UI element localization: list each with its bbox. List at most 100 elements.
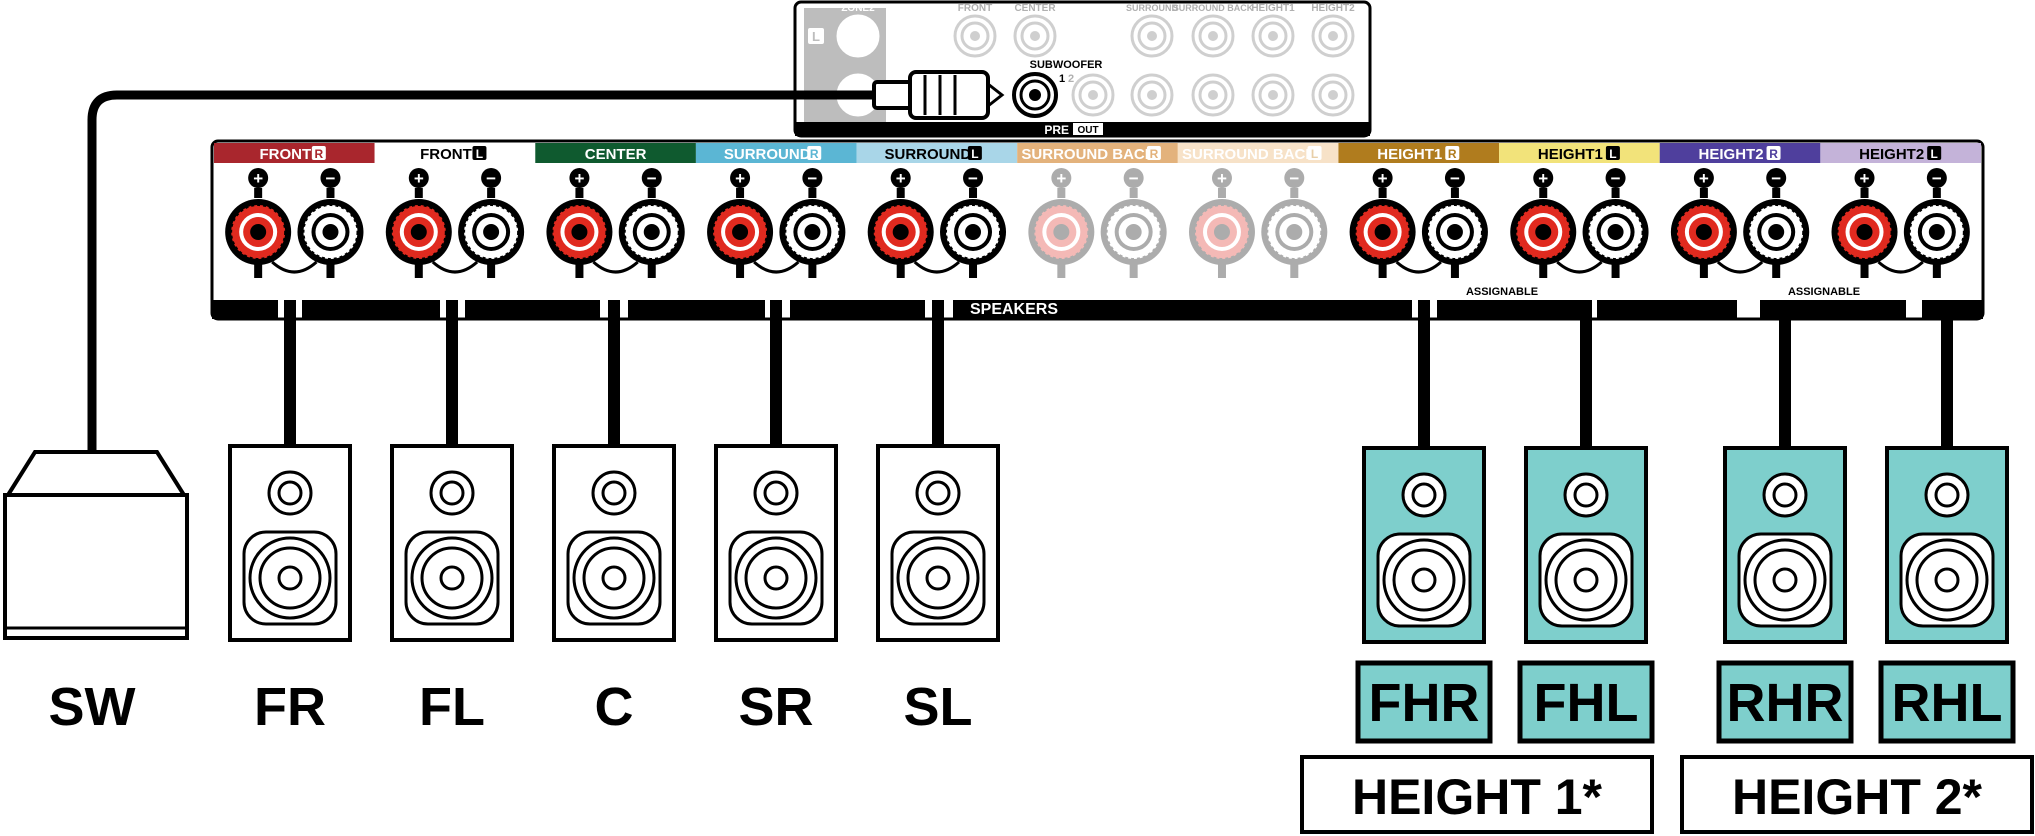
speaker-code: SL <box>903 677 972 737</box>
woofer <box>890 530 986 626</box>
l-badge-box <box>808 28 824 44</box>
plus-marker: + <box>1860 169 1870 188</box>
speaker-fr: FR <box>228 444 352 737</box>
channel-label-text: SURROUND BACK <box>1021 146 1155 163</box>
tweeter <box>429 470 475 516</box>
channel-badge-box <box>1146 146 1161 160</box>
woofer <box>1376 532 1472 628</box>
speaker-rhr: RHR <box>1716 446 1854 744</box>
assignable-label-height1: ASSIGNABLE <box>1466 286 1538 298</box>
terminal-pair: +− <box>707 168 846 278</box>
channel-badge: L <box>1609 147 1616 161</box>
channel-badge: L <box>971 147 978 161</box>
speaker-code-box <box>1517 660 1655 744</box>
minus-marker: − <box>326 169 336 188</box>
plus-marker: + <box>735 169 745 188</box>
terminal-pair: +− <box>546 168 685 278</box>
channel-label-text: HEIGHT1 <box>1377 146 1442 163</box>
minus-marker: − <box>486 169 496 188</box>
plus-marker: + <box>1538 169 1548 188</box>
channel-label: CENTER <box>535 143 696 163</box>
terminal-pair: +− <box>385 168 525 278</box>
rca-jack <box>1191 14 1235 58</box>
positive-terminal <box>1831 199 1898 265</box>
rca-plug-head <box>908 70 990 120</box>
preout-label-surround: SURROUND <box>1126 3 1179 13</box>
channel-badge-box <box>311 146 326 160</box>
speaker-code: C <box>595 677 634 737</box>
channel-label-text: HEIGHT1 <box>1538 146 1603 163</box>
out-label: OUT <box>1077 125 1098 136</box>
plus-marker: + <box>1378 169 1388 188</box>
speaker-code: SR <box>738 677 813 737</box>
preout-label-surround-back: SURROUND BACK <box>1173 3 1254 13</box>
channel-label: FRONT L <box>374 143 536 163</box>
terminal-pair: +− <box>1831 168 1970 278</box>
minus-marker: − <box>1289 169 1299 188</box>
speaker-code: FL <box>419 677 485 737</box>
terminal-bottom-bar <box>212 300 1983 319</box>
plus-marker: + <box>1217 169 1227 188</box>
channel-badge-box <box>1605 146 1620 160</box>
height1-group-box <box>1300 755 1654 834</box>
out-badge-box <box>1073 123 1103 135</box>
channel-badge-box <box>1445 146 1460 160</box>
channel-badge: R <box>810 147 819 161</box>
plus-marker: + <box>896 169 906 188</box>
preout-label-front: FRONT <box>958 3 992 14</box>
negative-terminal <box>1582 199 1649 265</box>
plus-marker: + <box>253 169 263 188</box>
positive-terminal <box>867 199 934 265</box>
terminal-pair: +− <box>1028 168 1167 278</box>
woofer <box>242 530 338 626</box>
rca-plug-body <box>872 80 914 110</box>
speaker-code: FR <box>254 677 326 737</box>
negative-terminal <box>1261 199 1328 265</box>
negative-terminal <box>1743 199 1810 265</box>
speaker-fhl: FHL <box>1517 446 1655 744</box>
channel-badge: L <box>1931 147 1938 161</box>
minus-marker: − <box>968 169 978 188</box>
subwoofer-jack <box>1012 72 1058 118</box>
negative-terminal <box>618 199 685 265</box>
channel-label-text: FRONT <box>259 146 311 163</box>
minus-marker: − <box>1932 169 1942 188</box>
channel-label-text: FRONT <box>420 146 472 163</box>
positive-terminal <box>1510 199 1577 265</box>
height2-group: HEIGHT 2* <box>1680 755 2034 834</box>
terminal-pair: +− <box>1188 168 1328 278</box>
channel-badge: R <box>1150 147 1159 161</box>
rca-jack <box>1311 73 1355 117</box>
rca-jack <box>1251 14 1295 58</box>
tweeter <box>1563 472 1609 518</box>
speaker-code: RHL <box>1892 673 2003 733</box>
speaker-code: FHR <box>1369 673 1480 733</box>
plus-marker: + <box>1699 169 1709 188</box>
speaker-sw: SW <box>3 450 189 737</box>
tweeter <box>1762 472 1808 518</box>
speaker-fl: FL <box>390 444 514 737</box>
pre-label: PRE <box>1044 123 1069 137</box>
positive-terminal <box>225 199 292 265</box>
subwoofer-cable <box>87 70 1005 455</box>
tweeter <box>267 470 313 516</box>
channel-badge: L <box>476 147 483 161</box>
speaker-sl: SL <box>876 444 1000 737</box>
negative-terminal <box>779 199 846 265</box>
preout-label-center: CENTER <box>1014 3 1056 14</box>
height1-group: HEIGHT 1* <box>1300 755 1654 834</box>
positive-terminal <box>546 199 613 265</box>
channel-badge: L <box>1311 147 1318 161</box>
speakers: SW FR FL C SR SL FHR FHL RHR RHL <box>3 444 2016 744</box>
speaker-code: RHR <box>1727 673 1844 733</box>
preout-label-zone2: ZONE2 <box>841 3 875 14</box>
woofer <box>1538 532 1634 628</box>
tweeter <box>753 470 799 516</box>
subwoofer-number-2: 2 <box>1068 73 1074 85</box>
minus-marker: − <box>1771 169 1781 188</box>
